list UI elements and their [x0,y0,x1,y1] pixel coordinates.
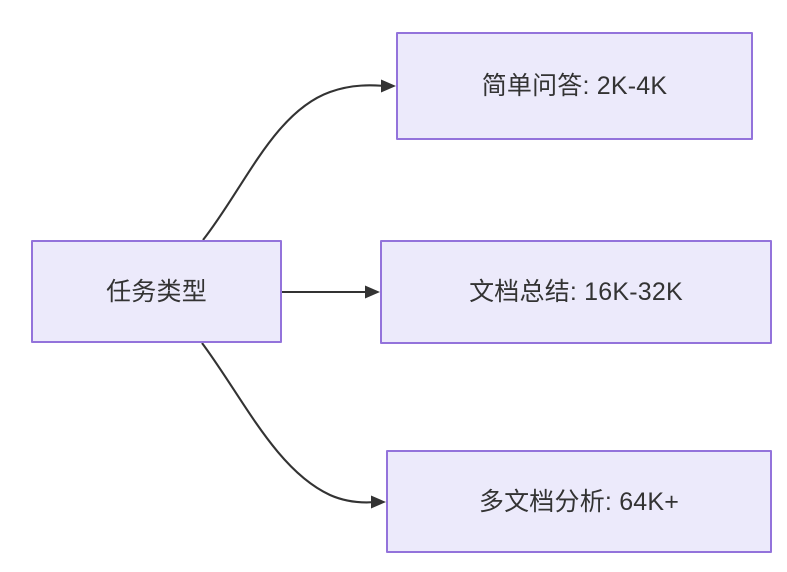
node-simple-qa[interactable]: 简单问答: 2K-4K [396,32,753,140]
edge-task-type-to-simple-qa [202,79,396,241]
node-multi-doc-analysis[interactable]: 多文档分析: 64K+ [386,450,772,553]
node-doc-summary[interactable]: 文档总结: 16K-32K [380,240,772,344]
node-task-type[interactable]: 任务类型 [31,240,282,343]
arrowhead-icon [365,285,380,299]
arrowhead-icon [371,495,386,509]
arrowhead-icon [381,79,396,93]
node-multi-doc-analysis-label: 多文档分析: 64K+ [478,487,680,516]
edge-task-type-to-doc-summary [282,285,380,299]
edge-task-type-to-multi-doc-analysis [201,342,386,509]
node-doc-summary-label: 文档总结: 16K-32K [469,278,683,306]
node-task-type-label: 任务类型 [106,277,207,306]
node-simple-qa-label: 简单问答: 2K-4K [481,72,668,100]
